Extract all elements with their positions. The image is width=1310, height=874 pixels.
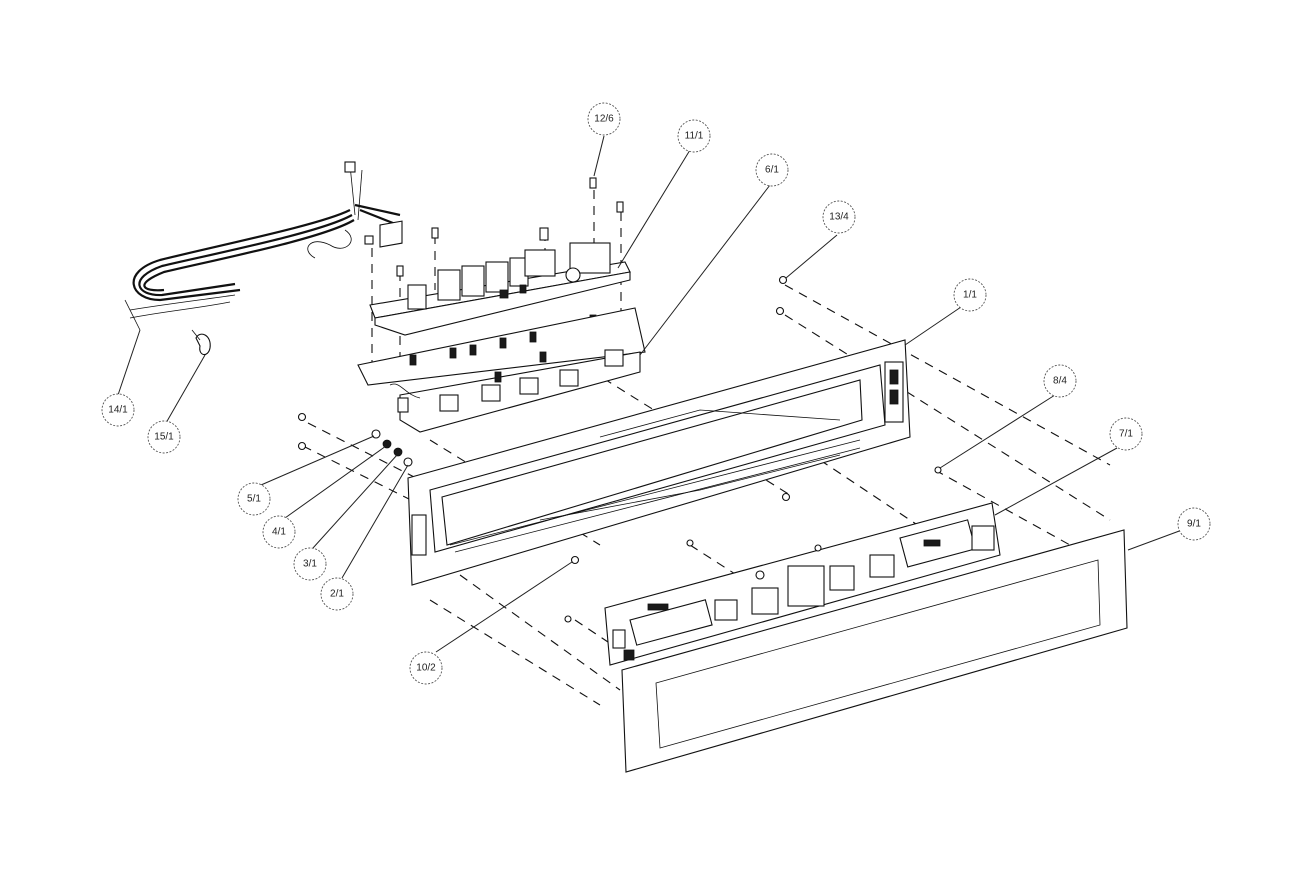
- callout-label: 1/1: [963, 290, 977, 301]
- callout-14-1: 14/1: [101, 393, 135, 427]
- callout-15-1: 15/1: [147, 420, 181, 454]
- callout-label: 8/4: [1053, 376, 1067, 387]
- callout-label: 10/2: [416, 663, 436, 674]
- callout-9-1: 9/1: [1177, 507, 1211, 541]
- callout-4-1: 4/1: [262, 515, 296, 549]
- callout-label: 5/1: [247, 494, 261, 505]
- callout-label: 12/6: [594, 114, 614, 125]
- callout-7-1: 7/1: [1109, 417, 1143, 451]
- callout-label: 3/1: [303, 559, 317, 570]
- callout-label: 13/4: [829, 212, 849, 223]
- callout-1-1: 1/1: [953, 278, 987, 312]
- callout-13-4: 13/4: [822, 200, 856, 234]
- glass-front-panel: [621, 529, 1128, 773]
- control-panel-frame: [407, 339, 911, 586]
- callout-label: 2/1: [330, 589, 344, 600]
- callout-5-1: 5/1: [237, 482, 271, 516]
- callout-3-1: 3/1: [293, 547, 327, 581]
- callout-label: 14/1: [108, 405, 128, 416]
- callout-label: 4/1: [272, 527, 286, 538]
- wire-clip: [191, 329, 211, 356]
- callout-label: 11/1: [685, 131, 704, 142]
- board-support-bracket: [357, 307, 646, 433]
- callout-label: 15/1: [154, 432, 174, 443]
- callout-label: 9/1: [1187, 519, 1201, 530]
- callout-12-6: 12/6: [587, 102, 621, 136]
- leader-lines: [117, 135, 1183, 653]
- callout-2-1: 2/1: [320, 577, 354, 611]
- callout-6-1: 6/1: [755, 153, 789, 187]
- callout-10-2: 10/2: [409, 651, 443, 685]
- relay-circuit-board: [369, 177, 631, 336]
- callout-label: 7/1: [1119, 429, 1133, 440]
- callout-label: 6/1: [765, 165, 779, 176]
- callout-11-1: 11/1: [677, 119, 711, 153]
- wire-harness: [124, 161, 401, 331]
- assembly-dashed-lines: [302, 190, 1111, 706]
- callout-8-4: 8/4: [1043, 364, 1077, 398]
- display-circuit-board: [604, 502, 1001, 666]
